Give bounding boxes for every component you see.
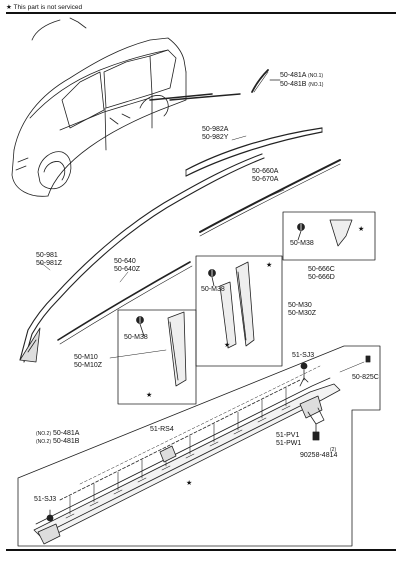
label-50-982Y: 50-982Y (202, 134, 229, 141)
label-50-481A-no1: 50-481A (NO.1) (280, 72, 324, 79)
label-51-SJ3-bottom: 51-SJ3 (34, 496, 57, 503)
label-50-M38-a: 50-M38 (290, 240, 314, 247)
label-90258-4814: 90258-4814 (300, 452, 338, 459)
box-50-666 (282, 211, 376, 261)
label-50-666D: 50-666D (308, 274, 335, 281)
label-50-481A-no2: (NO.2) 50-481A (36, 430, 80, 437)
part-50-666C (329, 219, 353, 247)
label-50-M38-b: 50-M38 (201, 286, 225, 293)
label-50-981Z: 50-981Z (36, 260, 63, 267)
part-50-660A (199, 159, 341, 233)
star-50-M30-bottom: ★ (224, 342, 231, 349)
label-51-RS4: 51-RS4 (150, 426, 174, 433)
screw-90258-4814 (312, 431, 320, 441)
star-50-666: ★ (358, 226, 365, 233)
box-side-sill (17, 345, 381, 547)
clip-51-SJ3-top (300, 362, 308, 370)
car-illustration (11, 17, 241, 197)
part-50-981 (19, 153, 263, 361)
top-rule (6, 12, 396, 14)
part-50-825C (365, 355, 371, 363)
part-50-M30 (235, 261, 255, 347)
part-50-481A-no1 (251, 69, 269, 93)
label-50-481B-no2: (NO.2) 50-481B (36, 438, 80, 445)
bottom-rule (6, 549, 396, 551)
label-50-M10: 50-M10 (74, 354, 98, 361)
label-50-M30: 50-M30 (288, 302, 312, 309)
label-50-640Z: 50-640Z (114, 266, 141, 273)
label-50-670A: 50-670A (252, 176, 279, 183)
clip-51-RS4 (159, 445, 177, 463)
label-50-825C: 50-825C (352, 374, 379, 381)
label-50-666C: 50-666C (308, 266, 335, 273)
label-50-M38-c: 50-M38 (124, 334, 148, 341)
not-serviced-note: ★ This part is not serviced (6, 4, 83, 11)
star-50-M10: ★ (146, 392, 153, 399)
part-50-M10 (167, 311, 187, 387)
part-50-982A (185, 127, 323, 171)
part-side-sill-molding (33, 365, 341, 545)
label-51-SJ3-top: 51-SJ3 (292, 352, 315, 359)
label-50-M30Z: 50-M30Z (288, 310, 317, 317)
label-50-481B-no1: 50-481B (NO.1) (280, 81, 324, 88)
clip-51-SJ3-bottom (46, 514, 54, 522)
label-qty-2: (2) (330, 447, 337, 453)
label-50-M10Z: 50-M10Z (74, 362, 103, 369)
label-51-PW1: 51-PW1 (276, 440, 302, 447)
part-50-640 (57, 261, 191, 341)
label-50-640: 50-640 (114, 258, 136, 265)
label-50-982A: 50-982A (202, 126, 229, 133)
label-50-660A: 50-660A (252, 168, 279, 175)
star-side-sill: ★ (186, 480, 193, 487)
label-51-PV1: 51-PV1 (276, 432, 300, 439)
star-50-M30-top: ★ (266, 262, 273, 269)
label-50-981: 50-981 (36, 252, 58, 259)
